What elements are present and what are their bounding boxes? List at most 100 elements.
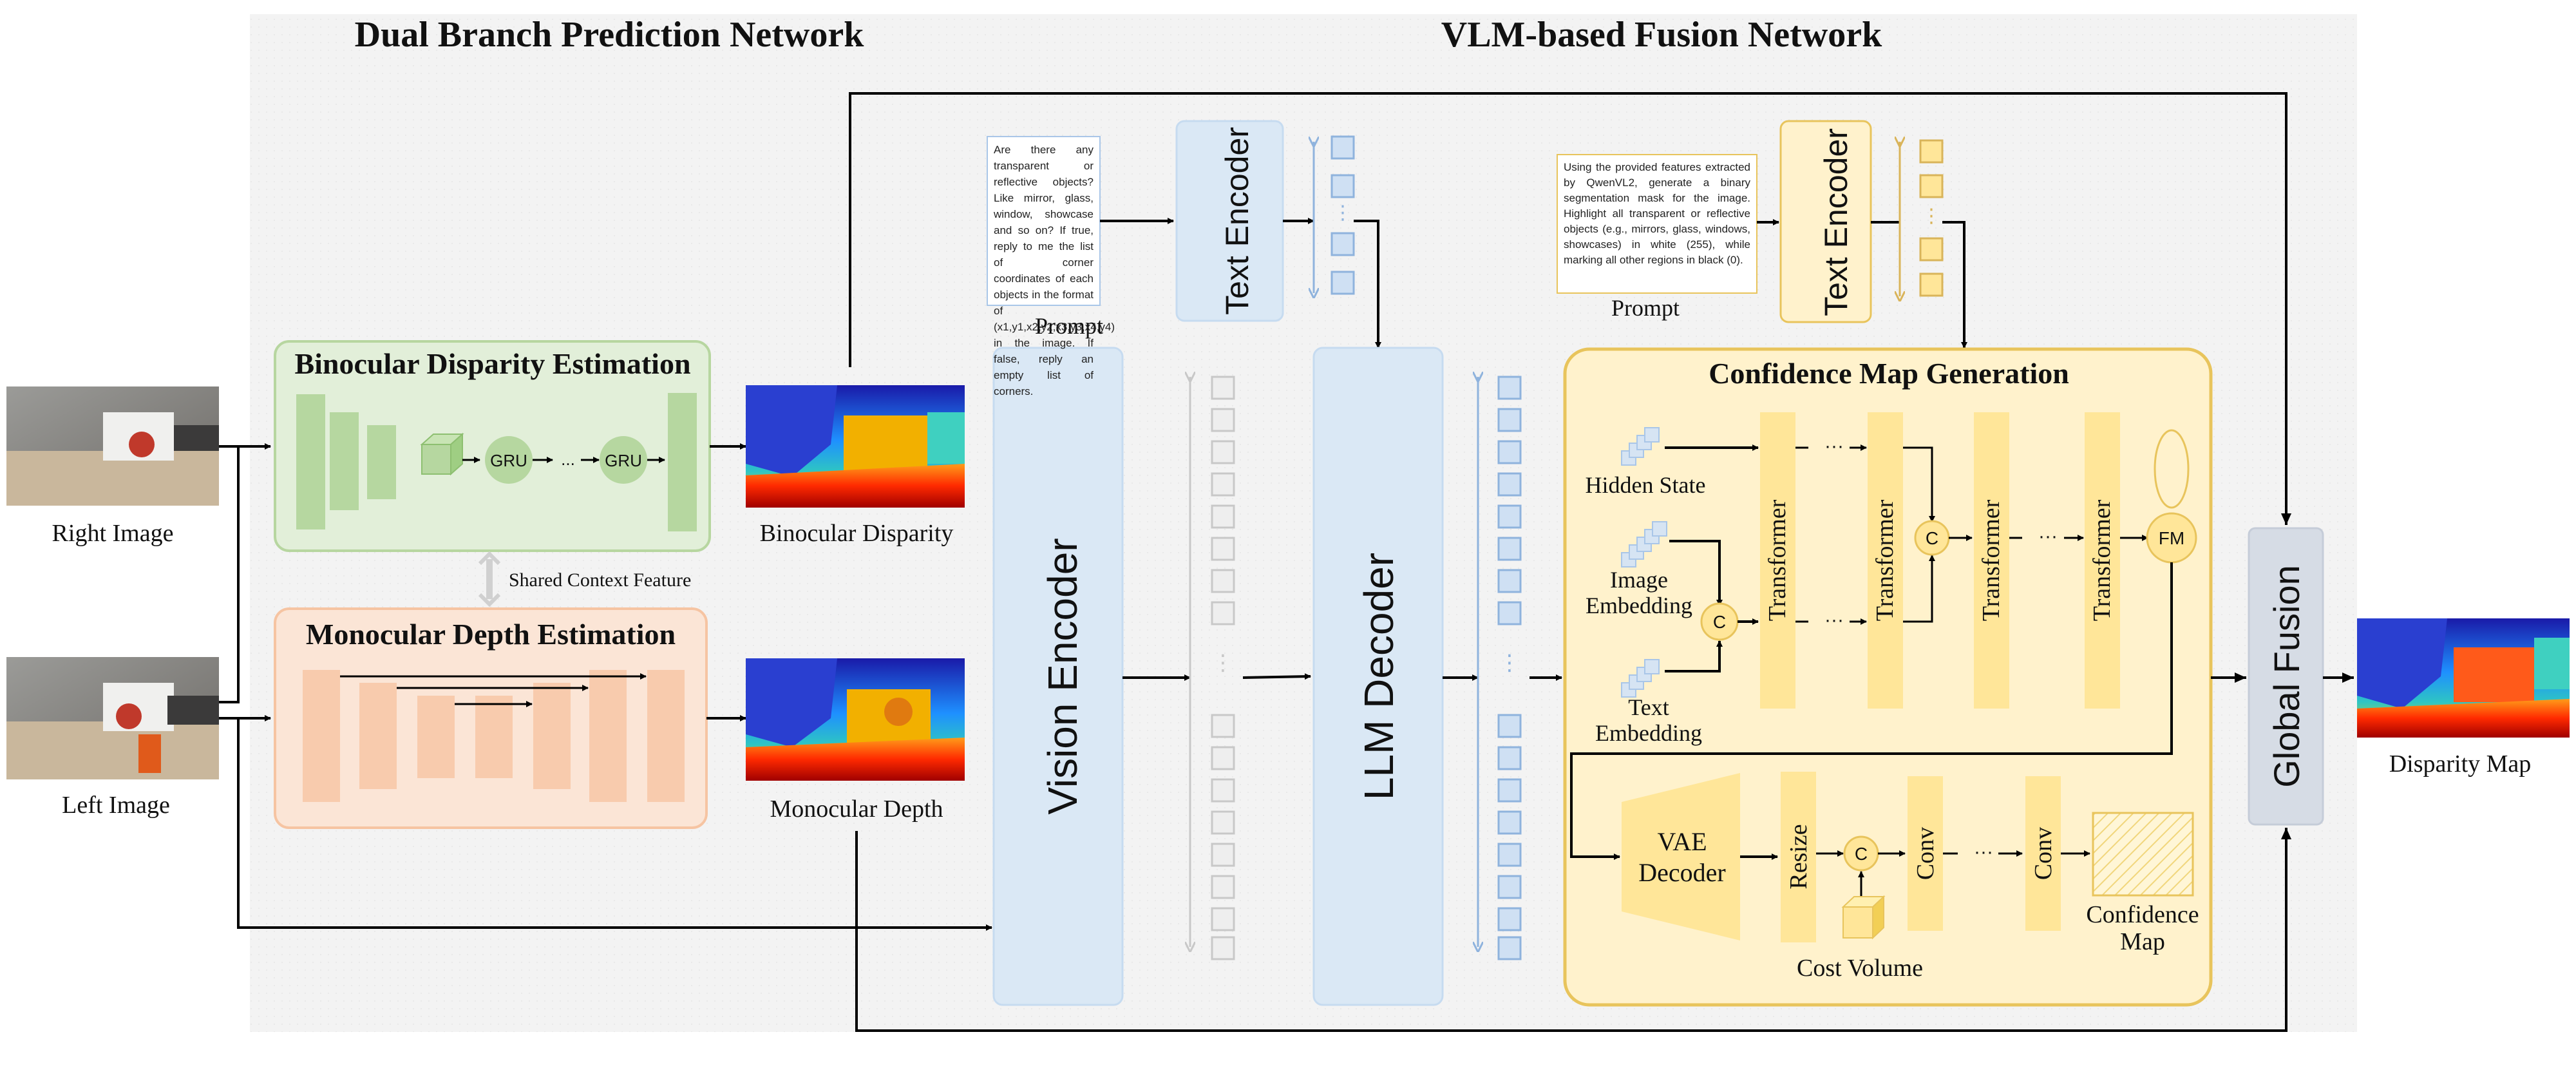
unet-bar <box>475 696 513 778</box>
global-fusion-label: Global Fusion <box>2266 565 2307 788</box>
transformer-label: Transformer <box>1978 499 2005 621</box>
tf2-to-concat <box>1903 446 1935 522</box>
dual-branch-heading: Dual Branch Prediction Network <box>355 15 865 55</box>
vae-decoder <box>1622 773 1740 940</box>
shared-context-arrow <box>478 551 501 607</box>
vae-line: Decoder <box>1638 858 1725 887</box>
text-tokens-to-llm <box>1354 220 1381 348</box>
conv-label: Conv <box>1912 827 1939 880</box>
fm-label: FM <box>2159 528 2184 548</box>
conv-bar-2 <box>2025 776 2061 931</box>
monocular-depth-image <box>746 658 965 781</box>
confidence-map-line: Confidence <box>2086 901 2199 928</box>
text-encoder-1-label: Text Encoder <box>1219 127 1255 315</box>
right-image-label: Right Image <box>52 520 174 547</box>
text-encoder-2-label: Text Encoder <box>1818 128 1854 316</box>
gru-label: GRU <box>490 451 527 470</box>
fm-to-vae-route <box>1570 562 2173 860</box>
llm-decoder-label: LLM Decoder <box>1356 553 1402 800</box>
vae-line: VAE <box>1657 827 1707 856</box>
monocular-depth-label: Monocular Depth <box>770 796 943 823</box>
transformer-bar-3 <box>1974 412 2009 709</box>
concat-label: C <box>1926 528 1938 548</box>
binocular-disparity-label: Binocular Disparity <box>760 520 954 547</box>
monocular-title: Monocular Depth Estimation <box>306 618 676 651</box>
encoder-bar <box>296 394 325 529</box>
disparity-map-label: Disparity Map <box>2389 750 2532 777</box>
confidence-title: Confidence Map Generation <box>1709 357 2069 390</box>
left-to-binocular-line <box>219 446 240 703</box>
text-tokens-1 <box>1331 135 1355 295</box>
left-image-label: Left Image <box>62 792 170 819</box>
tf-dots: ··· <box>1824 609 1844 631</box>
encoder-bar <box>330 412 359 510</box>
unet-bar <box>647 670 685 802</box>
prompt2-label: Prompt <box>1611 295 1680 321</box>
tf-dots: ··· <box>2038 526 2058 547</box>
transformer-bar-1 <box>1760 412 1795 709</box>
shared-context-label: Shared Context Feature <box>509 569 691 591</box>
unet-bar <box>359 683 397 789</box>
decoder-bar <box>668 393 697 531</box>
cost-volume-icon <box>1841 895 1886 940</box>
transformer-bar-2 <box>1868 412 1903 709</box>
concat-label: C <box>1855 844 1868 864</box>
transformer-bar-4 <box>2085 412 2120 709</box>
vision-tokens <box>1211 376 1235 960</box>
vision-encoder-label: Vision Encoder <box>1039 538 1086 814</box>
text-embedding-arrow <box>1665 640 1723 672</box>
fm-loop <box>2154 429 2190 509</box>
encoder-bar <box>367 425 396 499</box>
image-embedding-line: Image <box>1610 567 1668 593</box>
confidence-map-icon <box>2092 812 2194 897</box>
tf-dots: ··· <box>1824 435 1844 457</box>
hidden-state-icon <box>1621 427 1660 466</box>
vision-tokens-dots: ⋮ <box>1212 651 1234 675</box>
text-tokens-2-dots: ⋮ <box>1922 205 1941 227</box>
prompt2-box <box>1557 154 1757 294</box>
prompt2-text: Using the provided features extracted by… <box>1564 161 1750 266</box>
conv-bar-1 <box>1908 776 1943 931</box>
tf2b-to-concat <box>1903 555 1935 623</box>
conv-label: Conv <box>2030 827 2057 880</box>
transformer-label: Transformer <box>2088 499 2116 621</box>
text-embedding-line: Embedding <box>1595 720 1702 746</box>
vision-tokens-to-llm <box>1242 673 1311 680</box>
gru-node <box>485 436 533 484</box>
disparity-map-image <box>2357 618 2570 738</box>
unet-bar <box>589 670 627 802</box>
unet-bar <box>417 696 455 778</box>
llm-tokens <box>1497 376 1522 960</box>
left-image <box>6 657 219 779</box>
concat-label: C <box>1713 612 1726 632</box>
transformer-label: Transformer <box>1764 499 1791 621</box>
image-embedding-line: Embedding <box>1586 593 1692 618</box>
prompt1-text: Are there any transparent or reflective … <box>994 144 1115 397</box>
hidden-state-label: Hidden State <box>1586 472 1706 498</box>
left-to-vision-arrow <box>237 718 992 931</box>
prompt1-label: Prompt <box>1035 313 1103 339</box>
image-embedding-icon <box>1621 521 1667 567</box>
binocular-title: Binocular Disparity Estimation <box>294 347 690 380</box>
unet-bar <box>533 683 571 789</box>
text-tokens-2 <box>1919 139 1944 297</box>
image-embedding-arrow <box>1669 540 1723 606</box>
depth-to-fusion-route <box>855 828 2291 1032</box>
text-tokens-1-dots: ⋮ <box>1333 202 1352 224</box>
text-tokens-2-to-confidence <box>1942 221 1967 348</box>
right-image <box>6 386 219 506</box>
conv-dots: ··· <box>1974 841 1993 863</box>
cost-volume-label: Cost Volume <box>1797 955 1923 982</box>
llm-tokens-dots: ⋮ <box>1499 651 1520 675</box>
unet-bar <box>303 670 340 802</box>
resize-label: Resize <box>1785 824 1812 889</box>
text-embedding-line: Text <box>1628 694 1669 720</box>
text-embedding-icon <box>1621 659 1660 698</box>
gru-label: GRU <box>605 451 642 470</box>
transformer-label: Transformer <box>1871 499 1899 621</box>
